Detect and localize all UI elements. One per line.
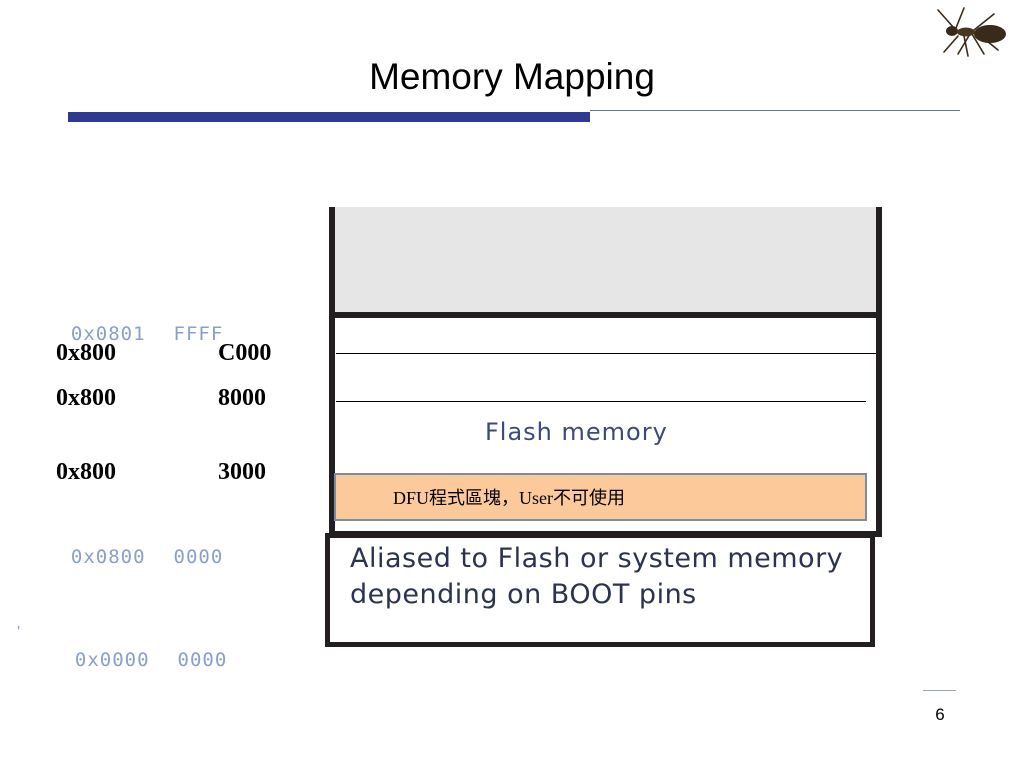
aliased-region <box>325 533 875 647</box>
title-underline-bar <box>68 112 590 122</box>
dfu-region <box>334 473 867 521</box>
address-low: 0000 <box>177 649 228 671</box>
dfu-region-label: DFU程式區塊，User不可使用 <box>393 488 625 508</box>
address-3000-low: 3000 <box>218 459 266 485</box>
ant-icon <box>937 7 1006 57</box>
address-8000-high: 0x800 <box>56 385 116 411</box>
slide-title: Memory Mapping <box>369 56 655 97</box>
address-low: 0000 <box>173 546 224 568</box>
reserved-region <box>329 207 882 312</box>
boundary-8000-line <box>336 401 866 402</box>
aliased-region-label: Aliased to Flash or system memory depend… <box>350 543 844 610</box>
page-number-rule <box>923 690 956 691</box>
address-alias-start: 0x0000 0000 <box>50 627 227 671</box>
flash-memory-label: Flash memory <box>485 418 668 446</box>
page-number: 6 <box>935 705 945 724</box>
address-8000-low: 8000 <box>218 385 266 411</box>
address-c000-high: 0x800 <box>56 340 116 366</box>
address-low: FFFF <box>173 323 224 345</box>
address-high: 0x0800 <box>70 546 146 568</box>
address-3000-high: 0x800 <box>56 459 116 485</box>
bullet-mark: ' <box>17 624 21 641</box>
address-c000-low: C000 <box>218 340 272 366</box>
address-high: 0x0801 <box>70 323 146 345</box>
title-underline-line <box>590 110 960 111</box>
boundary-c000-line <box>336 353 876 354</box>
address-flash-end: 0x0801 FFFF <box>46 301 223 345</box>
address-high: 0x0000 <box>74 649 150 671</box>
address-flash-start: 0x0800 0000 <box>46 524 223 568</box>
